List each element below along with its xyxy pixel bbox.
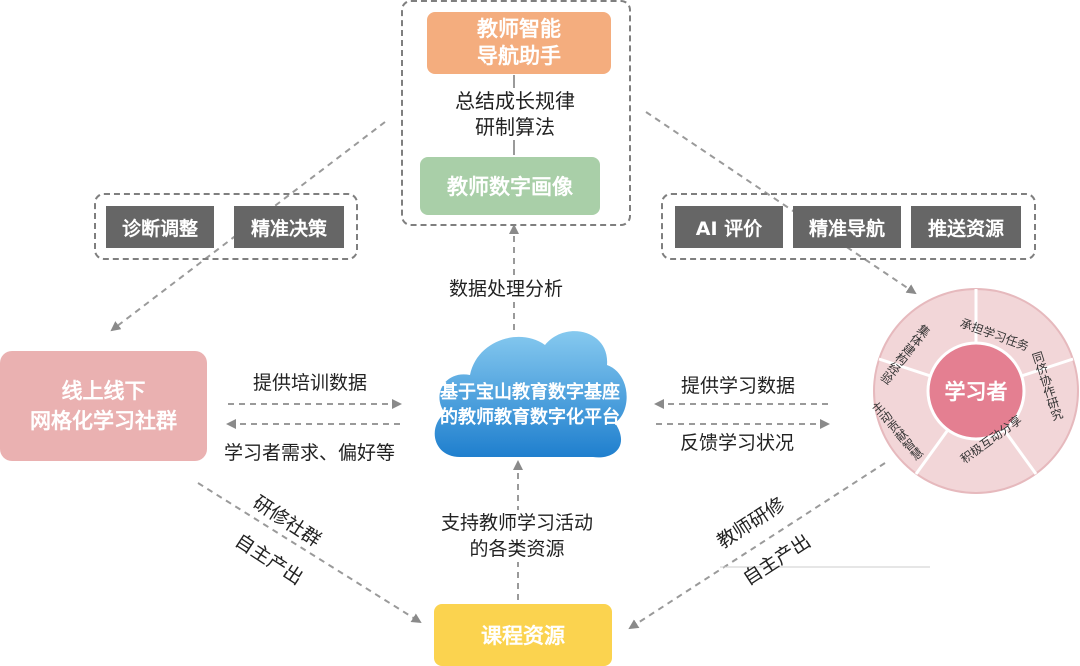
- cloud-label: 基于宝山教育数字基座 的教师教育数字化平台: [440, 382, 620, 428]
- summary-label: 总结成长规律 研制算法: [430, 88, 600, 140]
- left-tag-decision: 精准决策: [234, 206, 344, 248]
- right-tag-group: [661, 193, 1036, 260]
- course-box: 课程资源: [434, 604, 612, 666]
- learner-wheel: [873, 288, 1079, 494]
- top-group: [401, 0, 631, 226]
- arrow-community-to-course: [197, 482, 422, 624]
- label-support: 支持教师学习活动 的各类资源: [422, 510, 612, 562]
- right-tag-push: 推送资源: [911, 206, 1021, 248]
- portrait-box: 教师数字画像: [420, 157, 600, 215]
- left-tag-group: [94, 193, 358, 260]
- arrow-learner-to-course: [628, 462, 886, 630]
- assistant-box: 教师智能 导航助手: [427, 12, 611, 74]
- label-data-analysis: 数据处理分析: [449, 276, 564, 302]
- learner-center: 学习者: [944, 380, 1008, 404]
- label-feedback: 反馈学习状况: [680, 432, 795, 454]
- community-box: 线上线下 网格化学习社群: [0, 351, 207, 461]
- arrow-top-to-community: [110, 121, 386, 332]
- right-tag-ai: AI 评价: [675, 206, 783, 248]
- label-provide-learning: 提供学习数据: [681, 375, 796, 397]
- label-learner-needs: 学习者需求、偏好等: [224, 442, 396, 464]
- left-tag-diagnose: 诊断调整: [106, 206, 214, 248]
- right-tag-navigation: 精准导航: [793, 206, 901, 248]
- label-provide-training: 提供培训数据: [253, 372, 368, 394]
- cloud-shape: [434, 331, 627, 458]
